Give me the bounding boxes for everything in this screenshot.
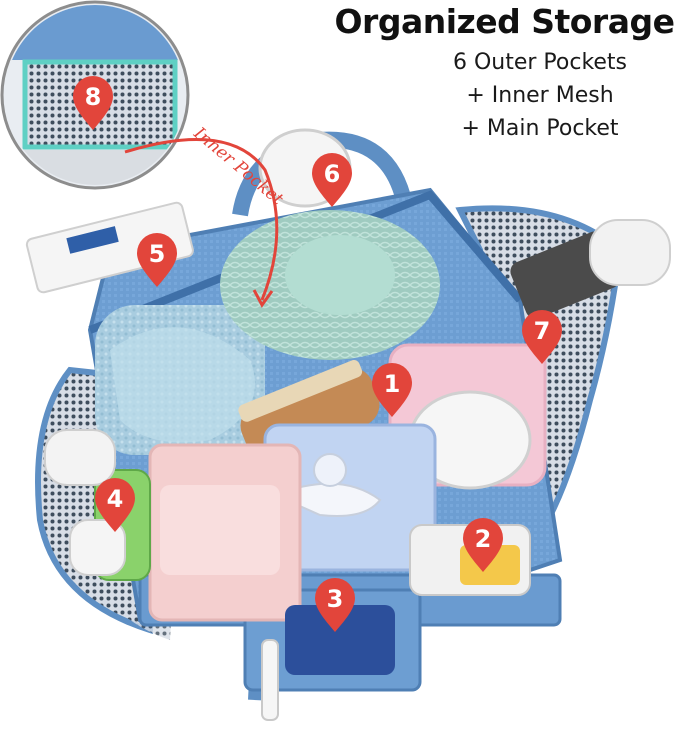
pin-5: 5 [137, 233, 177, 287]
feature-line-main-pocket: + Main Pocket [461, 116, 619, 141]
inner-pocket-rim [88, 190, 524, 334]
map-pin-icon [73, 76, 113, 130]
feature-line-inner-mesh: + Inner Mesh [466, 83, 614, 108]
map-pin-icon [522, 310, 562, 364]
dispenser-cap [313, 453, 347, 487]
map-pin-icon [137, 233, 177, 287]
pin-7: 7 [522, 310, 562, 364]
feature-line-outer-pockets: 6 Outer Pockets [452, 50, 628, 75]
pin-1: 1 [372, 363, 412, 417]
lotion-tube [25, 201, 194, 294]
svg-text:8: 8 [85, 83, 102, 111]
toothbrush [261, 639, 279, 721]
svg-text:2: 2 [475, 525, 492, 553]
white-spray-bottle [589, 219, 671, 286]
brush-bristles [238, 360, 363, 422]
arrowhead-icon [252, 289, 274, 308]
towel-roll [110, 327, 255, 443]
pin-2: 2 [463, 518, 503, 572]
pin-4: 4 [95, 478, 135, 532]
map-pin-icon [463, 518, 503, 572]
white-cap-left [69, 519, 126, 576]
svg-text:1: 1 [384, 370, 401, 398]
svg-text:3: 3 [327, 585, 344, 613]
svg-text:6: 6 [324, 160, 341, 188]
pin-3: 3 [315, 578, 355, 632]
map-pin-icon [315, 578, 355, 632]
loofah-center [285, 235, 395, 315]
map-pin-icon [372, 363, 412, 417]
svg-text:5: 5 [149, 240, 166, 268]
toothpaste-tube [285, 605, 395, 675]
svg-text:7: 7 [534, 317, 551, 345]
tube-label [66, 226, 119, 254]
svg-text:4: 4 [107, 485, 124, 513]
page-title: Organized Storage [334, 2, 675, 41]
soap-box-lid [160, 485, 280, 575]
white-bottle-left [44, 429, 116, 486]
curved-arrow-icon [124, 138, 279, 301]
pin-8: 8 [73, 76, 113, 130]
map-pin-icon [95, 478, 135, 532]
map-pin-icon [312, 153, 352, 207]
pin-6: 6 [312, 153, 352, 207]
